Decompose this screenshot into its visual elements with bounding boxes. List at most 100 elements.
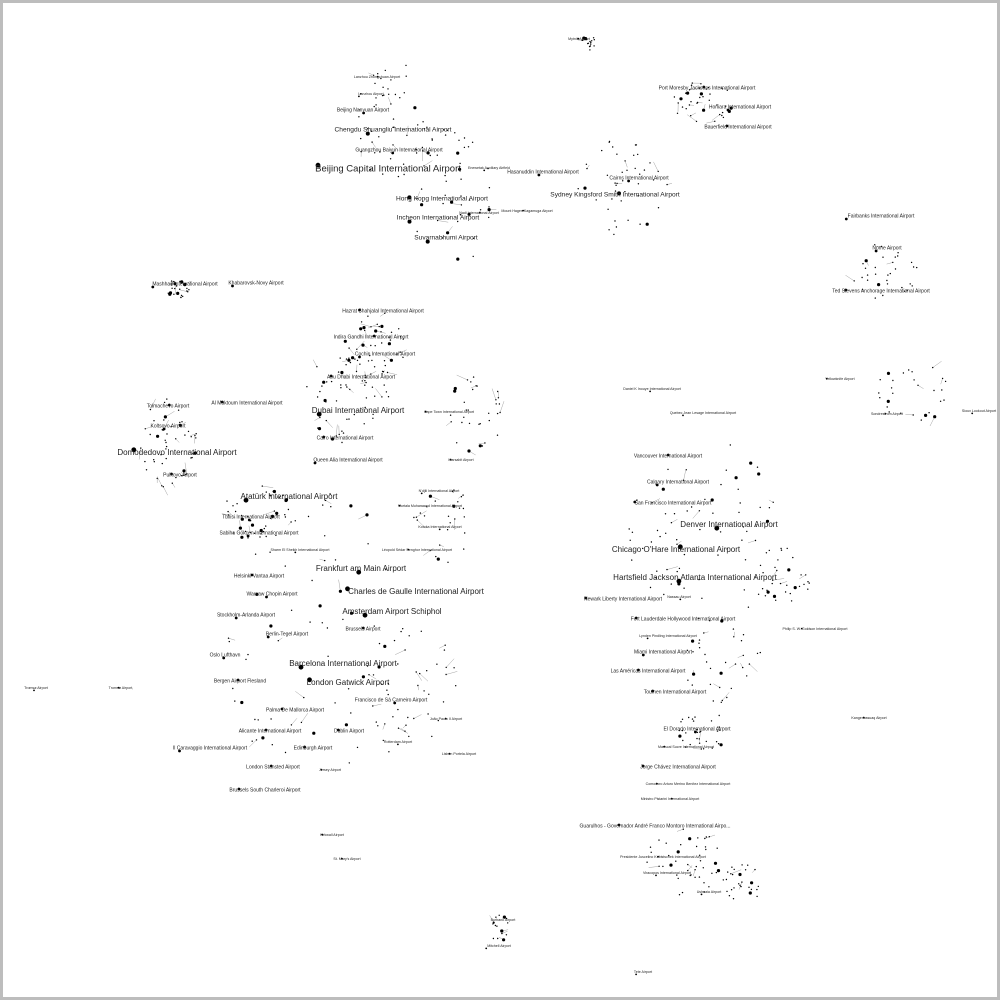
airport-dot[interactable]	[170, 426, 172, 428]
airport-dot[interactable]	[650, 541, 653, 543]
airport-dot[interactable]	[437, 719, 439, 722]
airport-dot[interactable]	[787, 568, 791, 572]
airport-dot[interactable]	[776, 569, 778, 572]
airport-dot[interactable]	[422, 200, 424, 202]
airport-dot[interactable]	[284, 565, 286, 567]
airport-node[interactable]	[356, 569, 362, 575]
airport-dot[interactable]	[273, 510, 276, 512]
airport-dot[interactable]	[705, 88, 707, 90]
airport-dot[interactable]	[665, 842, 667, 844]
airport-dot[interactable]	[467, 409, 469, 411]
airport-dot[interactable]	[864, 267, 867, 269]
airport-dot[interactable]	[456, 442, 458, 444]
airport-dot[interactable]	[704, 498, 706, 501]
airport-dot[interactable]	[269, 517, 272, 519]
airport-dot[interactable]	[680, 721, 682, 723]
airport-dot[interactable]	[366, 665, 369, 667]
airport-dot[interactable]	[307, 515, 310, 518]
airport-dot[interactable]	[364, 406, 366, 409]
airport-dot[interactable]	[886, 279, 888, 282]
airport-dot[interactable]	[404, 649, 406, 651]
airport-dot[interactable]	[678, 734, 682, 738]
airport-node[interactable]	[372, 334, 376, 338]
airport-dot[interactable]	[639, 173, 641, 175]
airport-dot[interactable]	[471, 141, 474, 143]
airport-dot[interactable]	[259, 528, 263, 533]
airport-dot[interactable]	[886, 283, 889, 285]
airport-dot[interactable]	[373, 105, 375, 108]
airport-node[interactable]	[361, 626, 365, 630]
airport-dot[interactable]	[290, 724, 293, 726]
airport-dot[interactable]	[165, 441, 167, 444]
airport-dot[interactable]	[439, 544, 441, 546]
airport-dot[interactable]	[494, 924, 497, 927]
airport-dot[interactable]	[627, 219, 629, 221]
airport-dot[interactable]	[153, 459, 155, 461]
airport-dot[interactable]	[690, 506, 693, 508]
airport-dot[interactable]	[365, 381, 367, 384]
airport-node[interactable]	[313, 461, 317, 465]
airport-dot[interactable]	[415, 516, 418, 518]
airport-dot[interactable]	[416, 519, 418, 521]
airport-node[interactable]	[682, 414, 684, 417]
airport-dot[interactable]	[381, 396, 383, 398]
airport-dot[interactable]	[370, 326, 372, 328]
airport-dot[interactable]	[874, 244, 876, 246]
airport-dot[interactable]	[699, 731, 701, 733]
airport-dot[interactable]	[456, 257, 460, 261]
airport-dot[interactable]	[807, 581, 809, 583]
airport-dot[interactable]	[384, 312, 386, 314]
airport-node[interactable]	[714, 525, 720, 531]
airport-dot[interactable]	[181, 475, 183, 477]
airport-node[interactable]	[151, 285, 155, 289]
airport-dot[interactable]	[467, 146, 470, 148]
airport-dot[interactable]	[718, 714, 720, 717]
airport-dot[interactable]	[361, 343, 365, 347]
airport-dot[interactable]	[737, 488, 739, 490]
airport-dot[interactable]	[187, 291, 189, 293]
airport-dot[interactable]	[192, 453, 194, 455]
airport-dot[interactable]	[738, 511, 740, 514]
airport-dot[interactable]	[228, 640, 230, 643]
airport-dot[interactable]	[943, 399, 945, 401]
airport-dot[interactable]	[478, 444, 482, 448]
airport-dot[interactable]	[330, 506, 332, 508]
airport-dot[interactable]	[608, 140, 611, 143]
airport-dot[interactable]	[634, 167, 636, 170]
airport-dot[interactable]	[675, 860, 677, 862]
airport-dot[interactable]	[468, 199, 471, 201]
airport-dot[interactable]	[453, 489, 455, 491]
airport-dot[interactable]	[777, 559, 779, 561]
airport-dot[interactable]	[360, 321, 363, 323]
airport-dot[interactable]	[739, 884, 741, 886]
airport-dot[interactable]	[932, 366, 934, 369]
airport-dot[interactable]	[698, 738, 700, 740]
airport-dot[interactable]	[364, 376, 367, 378]
airport-dot[interactable]	[349, 611, 354, 615]
airport-dot[interactable]	[179, 280, 181, 283]
airport-dot[interactable]	[428, 494, 432, 498]
airport-dot[interactable]	[419, 512, 422, 514]
airport-dot[interactable]	[657, 207, 660, 209]
airport-dot[interactable]	[420, 188, 423, 190]
airport-dot[interactable]	[322, 504, 324, 506]
airport-dot[interactable]	[591, 40, 593, 42]
airport-dot[interactable]	[941, 377, 944, 380]
airport-dot[interactable]	[916, 266, 918, 269]
airport-dot[interactable]	[711, 747, 713, 749]
airport-dot[interactable]	[436, 663, 438, 665]
airport-dot[interactable]	[330, 380, 333, 383]
airport-dot[interactable]	[458, 139, 460, 141]
airport-dot[interactable]	[730, 687, 732, 690]
airport-node[interactable]	[220, 400, 224, 404]
airport-dot[interactable]	[912, 414, 914, 416]
airport-dot[interactable]	[726, 89, 728, 92]
airport-dot[interactable]	[462, 507, 465, 510]
airport-dot[interactable]	[402, 356, 404, 359]
airport-dot[interactable]	[731, 866, 733, 868]
airport-dot[interactable]	[717, 554, 719, 556]
airport-dot[interactable]	[227, 637, 230, 639]
airport-dot[interactable]	[381, 342, 383, 344]
airport-dot[interactable]	[478, 423, 480, 425]
airport-dot[interactable]	[901, 286, 903, 289]
